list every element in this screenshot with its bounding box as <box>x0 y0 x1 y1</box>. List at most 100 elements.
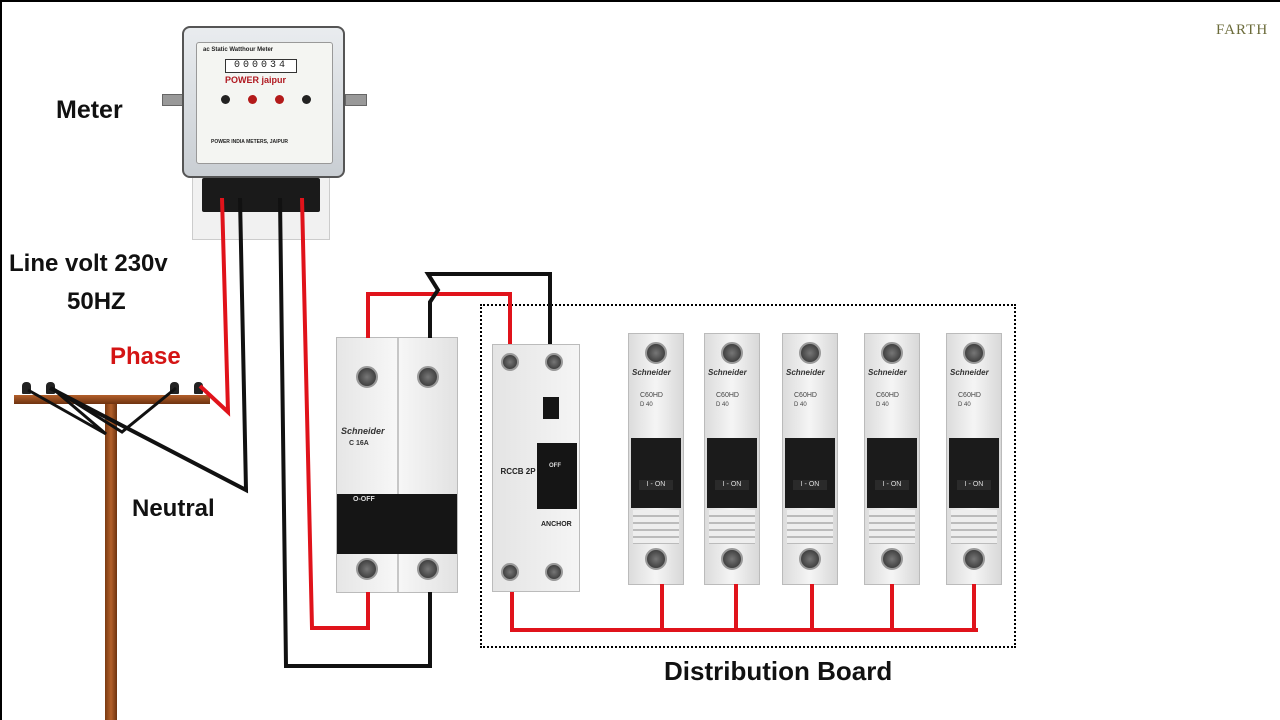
terminal-screw <box>881 342 903 364</box>
mcb-handle[interactable] <box>867 438 917 508</box>
mcb-ribs <box>787 510 833 544</box>
insulator <box>22 382 31 394</box>
mcb-state: I - ON <box>639 480 673 490</box>
mcb-ribs <box>951 510 997 544</box>
meter-brand: POWER jaipur <box>225 75 287 85</box>
neutral-wire <box>49 197 249 494</box>
mcb-brand: Schneider <box>708 368 747 377</box>
rccb-handle[interactable] <box>537 443 577 509</box>
insulator <box>194 382 203 394</box>
main-mcb-handle[interactable] <box>337 494 457 554</box>
terminal-screw <box>721 342 743 364</box>
mcb-model: C60HD <box>794 392 817 399</box>
rccb-label: RCCB 2P <box>500 467 536 476</box>
meter-face: ac Static Watthour Meter 000034 POWER ja… <box>196 42 333 164</box>
mcb-handle[interactable] <box>707 438 757 508</box>
terminal-screw <box>799 548 821 570</box>
terminal-screw <box>645 342 667 364</box>
mcb-brand: Schneider <box>868 368 907 377</box>
mcb-brand: Schneider <box>632 368 671 377</box>
terminal-screw <box>721 548 743 570</box>
neutral-wire <box>278 197 432 668</box>
terminal-screw <box>963 548 985 570</box>
indicator-led <box>275 95 284 104</box>
mcb-state: I - ON <box>957 480 991 490</box>
branch-mcb: Schneider C60HD D 40 I - ON <box>946 333 1002 585</box>
main-mcb-model: C 16A <box>349 440 369 447</box>
mcb-handle[interactable] <box>631 438 681 508</box>
mcb-ribs <box>869 510 915 544</box>
terminal-screw <box>799 342 821 364</box>
mcb-brand: Schneider <box>786 368 825 377</box>
service-drop-wire <box>27 386 107 436</box>
terminal-screw <box>881 548 903 570</box>
line-volt-label: Line volt 230v <box>9 250 168 277</box>
terminal-screw <box>417 366 439 388</box>
frequency-label: 50HZ <box>67 288 126 315</box>
phase-label: Phase <box>110 343 181 370</box>
neutral-wire <box>424 272 552 344</box>
meter-indicators <box>221 95 311 104</box>
neutral-label: Neutral <box>132 495 215 522</box>
mcb-state: I - ON <box>793 480 827 490</box>
rccb-test-button[interactable] <box>543 397 559 419</box>
indicator-led <box>302 95 311 104</box>
meter-reading: 000034 <box>225 59 297 73</box>
mcb-rating: D 40 <box>794 402 807 408</box>
phase-wire <box>366 292 512 344</box>
terminal-screw <box>356 558 378 580</box>
rccb: OFF RCCB 2P ANCHOR <box>492 344 580 592</box>
meter-title: ac Static Watthour Meter <box>203 47 274 53</box>
phase-busbar <box>510 592 978 632</box>
meter-mount-ear <box>345 94 367 106</box>
meter-maker: POWER INDIA METERS, JAIPUR <box>211 139 289 145</box>
terminal-screw <box>645 548 667 570</box>
distribution-board-label: Distribution Board <box>664 656 893 686</box>
terminal-screw <box>501 353 519 371</box>
mcb-rating: D 40 <box>716 402 729 408</box>
terminal-screw <box>356 366 378 388</box>
mcb-model: C60HD <box>958 392 981 399</box>
mcb-model: C60HD <box>716 392 739 399</box>
terminal-screw <box>501 563 519 581</box>
pole-divider <box>397 338 399 592</box>
rccb-brand: ANCHOR <box>541 521 572 528</box>
indicator-led <box>221 95 230 104</box>
main-mcb-state: O-OFF <box>353 496 375 503</box>
terminal-screw <box>545 563 563 581</box>
service-drop-wire <box>51 386 177 434</box>
mcb-ribs <box>709 510 755 544</box>
main-mcb-brand: Schneider <box>341 426 385 436</box>
mcb-model: C60HD <box>640 392 663 399</box>
mcb-handle[interactable] <box>949 438 999 508</box>
mcb-state: I - ON <box>875 480 909 490</box>
mcb-rating: D 40 <box>640 402 653 408</box>
pole-crossarm <box>14 395 210 404</box>
terminal-screw <box>545 353 563 371</box>
branch-mcb: Schneider C60HD D 40 I - ON <box>782 333 838 585</box>
mcb-handle[interactable] <box>785 438 835 508</box>
channel-logo: FARTH <box>1214 20 1272 62</box>
mcb-brand: Schneider <box>950 368 989 377</box>
terminal-screw <box>417 558 439 580</box>
distribution-board-boundary <box>480 304 1016 648</box>
mcb-rating: D 40 <box>958 402 971 408</box>
phase-wire <box>198 197 231 417</box>
mcb-rating: D 40 <box>876 402 889 408</box>
mcb-model: C60HD <box>876 392 899 399</box>
main-switch-mcb: Schneider C 16A O-OFF <box>336 337 458 593</box>
logo-text: FARTH <box>1216 22 1269 38</box>
mcb-ribs <box>633 510 679 544</box>
branch-mcb: Schneider C60HD D 40 I - ON <box>628 333 684 585</box>
utility-pole <box>105 402 117 720</box>
branch-mcb: Schneider C60HD D 40 I - ON <box>864 333 920 585</box>
rccb-state: OFF <box>549 463 561 469</box>
phase-wire <box>300 197 370 630</box>
mcb-state: I - ON <box>715 480 749 490</box>
energy-meter: ac Static Watthour Meter 000034 POWER ja… <box>182 26 345 178</box>
terminal-screw <box>963 342 985 364</box>
branch-mcb: Schneider C60HD D 40 I - ON <box>704 333 760 585</box>
indicator-led <box>248 95 257 104</box>
